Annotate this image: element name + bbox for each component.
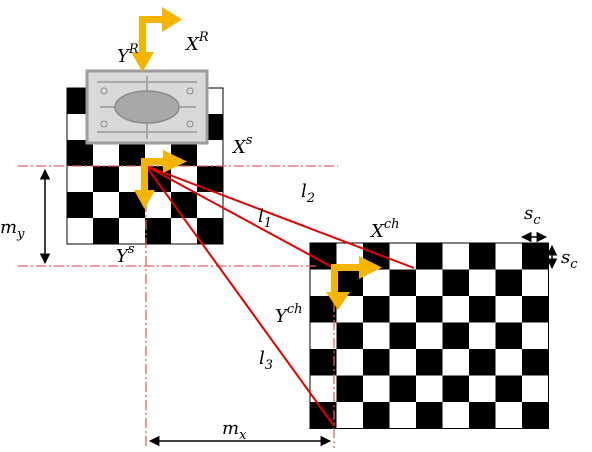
board-square <box>469 243 496 270</box>
sensor-axes <box>134 150 187 209</box>
s-c-vertical-label: sc <box>561 247 578 272</box>
chess-y-label: Ych <box>275 302 303 327</box>
board-square <box>522 243 549 270</box>
board-square <box>522 349 549 376</box>
board-square <box>469 296 496 323</box>
board-square <box>416 402 443 429</box>
board-square <box>363 349 390 376</box>
distance-lines <box>145 165 415 427</box>
board-square <box>389 269 416 296</box>
board-square <box>336 322 363 349</box>
robot-x-label: XR <box>184 30 209 55</box>
board-square <box>495 375 522 402</box>
board-square <box>416 296 443 323</box>
sensor-x-label: Xs <box>231 133 253 158</box>
board-square <box>197 218 223 244</box>
sensor-y-label: Ys <box>116 242 135 267</box>
dimension-arrows <box>39 168 558 447</box>
board-square <box>522 402 549 429</box>
board-square <box>495 322 522 349</box>
board-square <box>336 375 363 402</box>
gripper-plate <box>85 69 209 145</box>
board-square <box>469 349 496 376</box>
board-square <box>310 349 337 376</box>
board-square <box>416 349 443 376</box>
board-square <box>93 166 119 192</box>
s-c-horizontal-label: sc <box>524 203 541 228</box>
board-square <box>197 166 223 192</box>
robot-axes <box>131 7 182 72</box>
board-square <box>389 375 416 402</box>
reference-lines <box>18 165 338 448</box>
m-y-label: my <box>0 217 25 242</box>
board-square <box>363 402 390 429</box>
chess-x-label: Xch <box>369 217 399 242</box>
robot-y-label: YR <box>117 42 139 67</box>
board-square <box>67 192 93 218</box>
board-square <box>442 375 469 402</box>
board-square <box>495 269 522 296</box>
board-square <box>363 296 390 323</box>
board-square <box>522 296 549 323</box>
target-checkerboard <box>309 242 549 429</box>
board-square <box>145 218 171 244</box>
board-square <box>336 269 363 296</box>
checkerboard-axes <box>326 256 382 310</box>
board-square <box>93 218 119 244</box>
board-square <box>416 243 443 270</box>
l2-label: l2 <box>301 181 315 206</box>
board-square <box>442 322 469 349</box>
board-square <box>389 322 416 349</box>
board-square <box>442 269 469 296</box>
l3-label: l3 <box>259 348 273 373</box>
board-square <box>469 402 496 429</box>
m-x-label: mx <box>222 418 247 443</box>
l1-label: l1 <box>258 206 272 231</box>
